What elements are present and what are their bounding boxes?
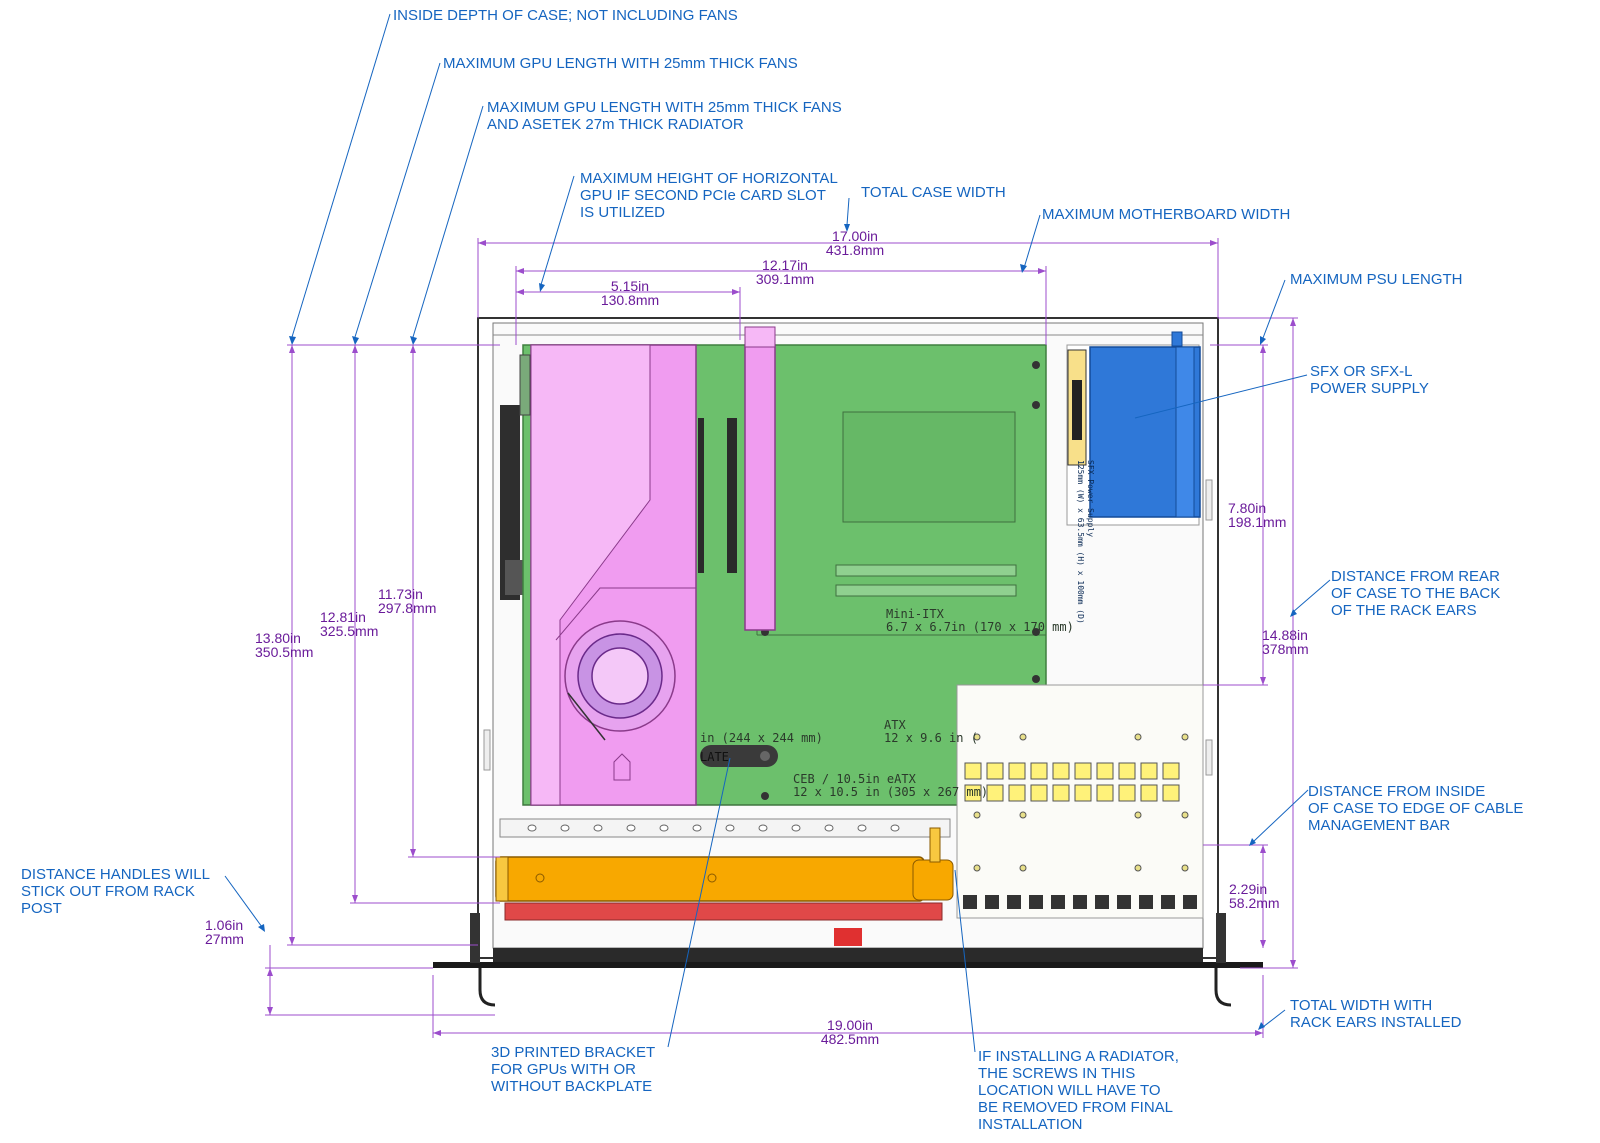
callout-rack-ears-distance: DISTANCE FROM REAR OF CASE TO THE BACK O… <box>1331 568 1501 619</box>
gpu <box>519 344 697 806</box>
dim-gpu-height: 5.15in 130.8mm <box>600 278 660 308</box>
label-mini-itx: Mini-ITX 6.7 x 6.7in (170 x 170 mm) <box>886 607 1074 634</box>
drive-cage <box>956 684 1204 919</box>
callout-max-motherboard-width: MAXIMUM MOTHERBOARD WIDTH <box>1042 206 1291 223</box>
right-handle <box>1214 968 1232 1007</box>
callout-radiator-screws: IF INSTALLING A RADIATOR, THE SCREWS IN … <box>978 1048 1179 1133</box>
callout-total-case-width: TOTAL CASE WIDTH <box>861 184 1006 201</box>
radiator <box>495 827 954 921</box>
callout-printed-bracket: 3D PRINTED BRACKET FOR GPUs WITH OR WITH… <box>491 1044 656 1095</box>
callout-max-psu-length: MAXIMUM PSU LENGTH <box>1290 271 1463 288</box>
front-button <box>834 928 862 946</box>
gpu-bracket <box>700 745 778 767</box>
left-wall-brackets <box>483 405 1213 776</box>
label-plate-partial: LATE <box>700 750 729 764</box>
cable-management-bar <box>499 818 951 838</box>
leader-arrows <box>258 224 1297 1030</box>
callout-inside-depth: INSIDE DEPTH OF CASE; NOT INCLUDING FANS <box>393 7 738 24</box>
label-micro-atx-partial: in (244 x 244 mm) <box>700 731 823 745</box>
fans <box>504 902 943 921</box>
dim-inside-depth: 13.80in 350.5mm <box>255 630 314 660</box>
dim-gpu-25mm: 12.81in 325.5mm <box>320 609 379 639</box>
callout-total-width-ears: TOTAL WIDTH WITH RACK EARS INSTALLED <box>1290 997 1462 1031</box>
label-ceb: CEB / 10.5in eATX 12 x 10.5 in (305 x 26… <box>793 772 989 799</box>
dimension-lines <box>265 238 1298 1038</box>
callout-sfx-psu: SFX OR SFX-L POWER SUPPLY <box>1310 363 1429 397</box>
label-atx: ATX 12 x 9.6 in ( <box>884 718 978 745</box>
label-psu-spec: SFX Power Supply 125mm (W) x 63.5mm (H) … <box>1076 460 1095 624</box>
dim-gpu-radiator: 11.73in 297.8mm <box>378 586 437 616</box>
callout-handles-distance: DISTANCE HANDLES WILL STICK OUT FROM RAC… <box>21 866 210 917</box>
pcie-card <box>744 326 776 631</box>
dim-case-width: 17.00in 431.8mm <box>825 228 885 258</box>
dim-handles: 1.06in 27mm <box>205 917 244 947</box>
dim-psu-length: 7.80in 198.1mm <box>1228 500 1287 530</box>
dim-mb-width: 12.17in 309.1mm <box>755 257 815 287</box>
psu <box>1066 331 1201 526</box>
dim-total-width: 19.00in 482.5mm <box>820 1017 880 1047</box>
callout-cable-bar-distance: DISTANCE FROM INSIDE OF CASE TO EDGE OF … <box>1308 783 1524 834</box>
leader-lines <box>224 13 1331 1053</box>
front-panel <box>433 913 1263 1007</box>
dimension-arrows <box>267 240 1296 1036</box>
callout-max-gpu-radiator: MAXIMUM GPU LENGTH WITH 25mm THICK FANS … <box>487 99 842 133</box>
callout-max-height-horizontal-gpu: MAXIMUM HEIGHT OF HORIZONTAL GPU IF SECO… <box>580 170 838 221</box>
dim-cable-bar: 2.29in 58.2mm <box>1229 881 1280 911</box>
left-handle <box>478 968 496 1007</box>
callout-max-gpu-25mm: MAXIMUM GPU LENGTH WITH 25mm THICK FANS <box>443 55 798 72</box>
dim-rack-ears: 14.88in 378mm <box>1262 627 1309 657</box>
